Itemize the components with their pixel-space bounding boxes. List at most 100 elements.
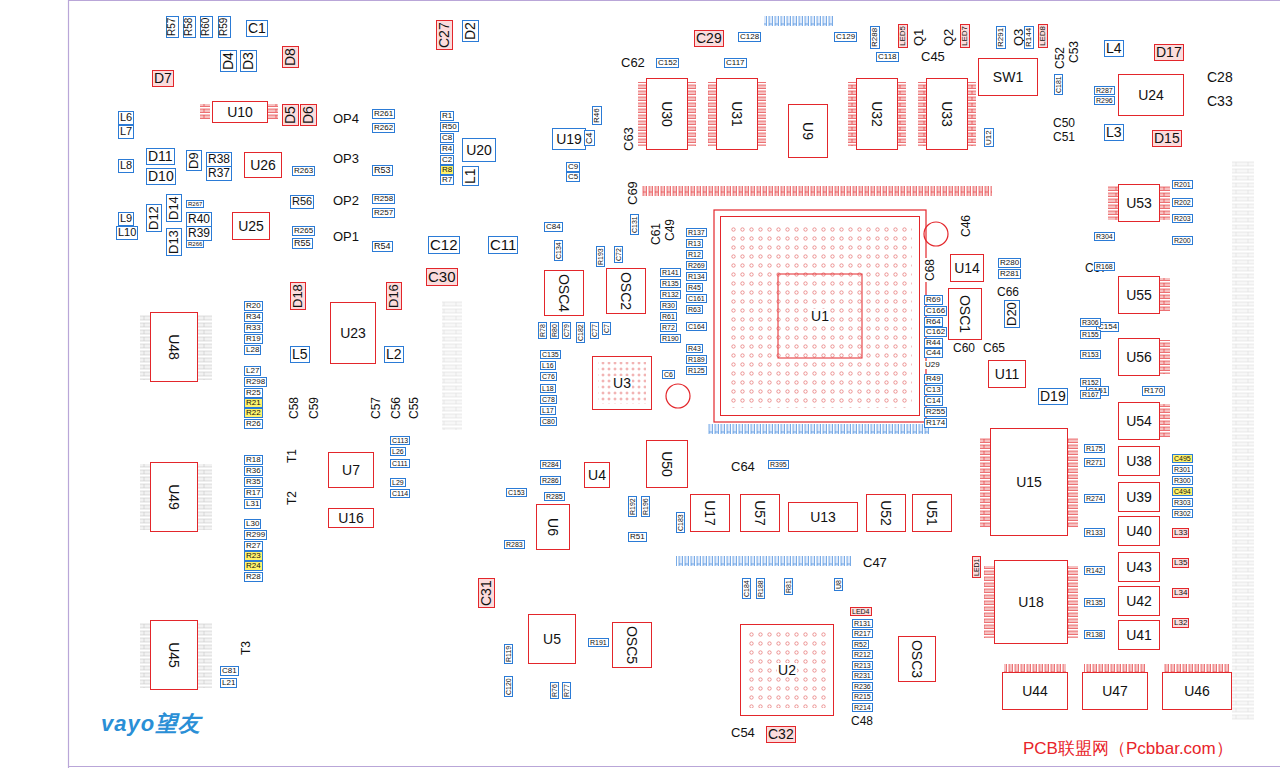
part-label: C84 (544, 222, 563, 232)
part-label: LED4 (850, 607, 872, 616)
part-label: C54 (730, 726, 756, 740)
part-label: C4 (584, 130, 595, 146)
part-label: R191 (588, 638, 609, 647)
part-label: R395 (768, 460, 789, 469)
part-label: C129 (834, 32, 857, 42)
component-outline: U49 (150, 462, 198, 532)
part-label: L2 (384, 346, 404, 363)
part-label: R303 (1172, 498, 1193, 507)
component-outline: U10 (212, 101, 268, 123)
part-label: C166 (924, 306, 947, 316)
part-label: R141 (660, 268, 681, 277)
part-label: R263 (292, 166, 315, 176)
part-label: R137 (686, 228, 707, 237)
part-label: C128 (738, 32, 761, 42)
part-designator: U15 (1015, 475, 1043, 489)
part-label: C12 (428, 236, 460, 254)
part-label: C114 (390, 489, 410, 498)
part-label: L31 (244, 499, 261, 509)
part-designator: U1 (810, 309, 830, 323)
part-label: R19 (244, 334, 263, 344)
part-label: T3 (240, 640, 253, 656)
part-label: OP2 (332, 194, 360, 208)
component-outline: U7 (328, 452, 374, 488)
part-label: R78 (538, 322, 547, 339)
part-label: R152 (1080, 378, 1101, 387)
part-designator: U55 (1125, 288, 1153, 302)
component-outline: OSC2 (606, 268, 646, 314)
part-label: R4 (440, 144, 454, 154)
component-outline: U46 (1162, 672, 1232, 710)
part-designator: U7 (341, 463, 361, 477)
part-label: C55 (408, 396, 421, 420)
part-label: R1 (440, 111, 454, 121)
brand-logo: vayo望友 (100, 712, 202, 735)
part-label: R155 (1080, 330, 1101, 339)
part-label: L27 (244, 366, 261, 376)
component-outline: U41 (1118, 620, 1160, 650)
part-label: L16 (540, 361, 556, 370)
part-designator: U5 (542, 632, 562, 646)
part-label: R125 (686, 366, 707, 375)
component-outline: U11 (988, 360, 1026, 388)
component-outline: U2 (740, 624, 834, 716)
part-label: R299 (244, 530, 267, 540)
part-label: R55 (292, 238, 313, 249)
component-outline: U55 (1118, 276, 1160, 314)
part-label: R22 (244, 408, 263, 418)
part-label: R21 (244, 398, 263, 408)
part-designator: U47 (1101, 684, 1129, 698)
component-outline: U14 (950, 254, 984, 282)
part-label: R298 (244, 377, 267, 387)
part-label: C68 (924, 258, 937, 282)
part-label: R20 (244, 301, 263, 311)
part-label: R119 (504, 644, 513, 664)
part-designator: U42 (1125, 594, 1153, 608)
part-label: R135 (660, 279, 681, 288)
component-outline: U26 (244, 152, 282, 178)
part-label: R266 (186, 240, 204, 248)
component-outline: U50 (646, 440, 688, 488)
part-label: R13 (686, 239, 703, 248)
part-designator: U25 (237, 219, 265, 233)
part-label: R291 (996, 26, 1006, 49)
part-designator: U46 (1183, 684, 1211, 698)
part-label: Q2 (942, 28, 956, 47)
part-label: L9 (118, 212, 134, 226)
part-label: R61 (660, 312, 677, 321)
part-label: R261 (372, 109, 395, 119)
component-outline: U18 (994, 560, 1068, 644)
part-label: D9 (186, 150, 202, 171)
component-outline: U39 (1118, 482, 1160, 512)
part-label: T2 (286, 490, 299, 506)
component-outline: U57 (740, 494, 780, 532)
part-label: R77 (562, 682, 571, 699)
part-label: C49 (664, 218, 677, 242)
part-label: C29 (694, 30, 724, 47)
part-label: R142 (1084, 566, 1105, 575)
component-outline: SW1 (978, 58, 1038, 96)
part-label: R174 (924, 418, 947, 428)
part-label: R193 (596, 246, 605, 267)
part-label: L1 (462, 166, 479, 186)
part-label: C8 (440, 133, 454, 143)
part-label: L18 (540, 384, 556, 393)
part-label: LED8 (1038, 24, 1048, 48)
part-label: R265 (292, 226, 315, 236)
part-label: R81 (784, 578, 793, 595)
part-label: OP1 (332, 230, 360, 244)
part-label: R58 (183, 16, 196, 38)
part-designator: U10 (226, 105, 254, 119)
part-label: C7 (602, 322, 611, 335)
part-label: R281 (998, 269, 1021, 279)
part-designator: U45 (167, 641, 181, 669)
part-label: C152 (656, 58, 679, 68)
part-label: R76 (550, 682, 559, 699)
part-label: D3 (240, 50, 257, 72)
part-designator: U20 (465, 143, 493, 157)
part-label: L34 (1172, 588, 1189, 598)
part-label: C11 (488, 236, 518, 254)
component-outline: OSC3 (898, 636, 936, 682)
part-designator: U57 (753, 499, 767, 527)
part-label: C32 (766, 726, 796, 743)
